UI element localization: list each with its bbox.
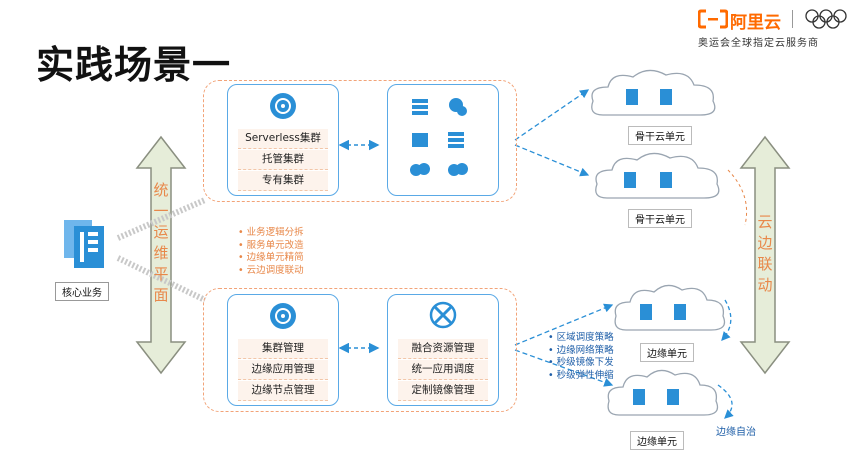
cluster-row: 专有集群 <box>238 171 328 191</box>
server-icon <box>412 99 428 115</box>
bullet-item: 云边调度联动 <box>238 265 304 278</box>
transformation-bullets: 业务逻辑分拆 服务单元改造 边缘单元精简 云边调度联动 <box>238 227 304 277</box>
bullet-item: 边缘单元精简 <box>238 252 304 265</box>
kubernetes-icon <box>270 303 296 329</box>
kubernetes-icon <box>270 93 296 119</box>
bar-char: 维 <box>153 244 169 262</box>
cloud-unit-label: 骨干云单元 <box>628 126 692 145</box>
bar-char: 动 <box>757 276 773 294</box>
cloud-shape <box>614 284 726 331</box>
cloud-upload-icon <box>448 163 468 176</box>
resource-row: 定制镜像管理 <box>398 381 488 401</box>
edge-autonomy-label: 边缘自治 <box>716 427 756 438</box>
bottom-cluster-card: 集群管理 边缘应用管理 边缘节点管理 <box>227 294 339 406</box>
bar-char: 一 <box>153 202 169 220</box>
cluster-row: 边缘应用管理 <box>238 360 328 380</box>
logo-divider <box>792 10 793 28</box>
resource-row: 统一应用调度 <box>398 360 488 380</box>
cloud-link-icon <box>410 163 430 176</box>
olympic-rings-icon <box>805 9 847 29</box>
cluster-row: 托管集群 <box>238 150 328 170</box>
bar-char: 统 <box>153 181 169 199</box>
core-business-icon <box>62 218 112 273</box>
page-title: 实践场景一 <box>36 43 232 87</box>
cloud-edge-linkage-label: 云 边 联 动 <box>756 212 774 296</box>
bar-char: 面 <box>153 286 169 304</box>
bullet-item: 秒级弹性伸缩 <box>548 370 614 383</box>
cluster-row: Serverless集群 <box>238 129 328 149</box>
right-bar-arrow <box>739 135 791 375</box>
aliyun-logo-icon <box>698 9 728 29</box>
bullet-item: 秒级镜像下发 <box>548 357 614 370</box>
bullet-item: 服务单元改造 <box>238 240 304 253</box>
brand-name: 阿里云 <box>730 13 781 33</box>
layers-icon <box>448 132 464 148</box>
left-bar-arrow <box>135 135 187 375</box>
resource-row: 融合资源管理 <box>398 339 488 359</box>
bar-char: 运 <box>153 223 169 241</box>
network-icon <box>449 98 467 116</box>
cluster-row: 边缘节点管理 <box>238 381 328 401</box>
cloud-cluster-group <box>203 80 517 202</box>
bar-char: 边 <box>757 234 773 252</box>
cloud-shape <box>591 69 716 116</box>
brand-subtitle: 奥运会全球指定云服务商 <box>698 38 819 49</box>
edge-policy-bullets: 区域调度策略 边缘网络策略 秒级镜像下发 秒级弹性伸缩 <box>548 332 614 382</box>
bottom-resource-card: 融合资源管理 统一应用调度 定制镜像管理 <box>387 294 499 406</box>
cloud-shape <box>607 369 719 416</box>
bar-char: 云 <box>757 213 773 231</box>
cloud-unit-label: 骨干云单元 <box>628 209 692 228</box>
cluster-row: 集群管理 <box>238 339 328 359</box>
cloud-shape <box>595 152 720 199</box>
bullet-item: 边缘网络策略 <box>548 345 614 358</box>
resource-hub-icon <box>429 301 457 329</box>
cloud-resource-card <box>387 84 499 196</box>
edge-unit-label: 边缘单元 <box>640 343 694 362</box>
brand-logo: 阿里云 奥运会全球指定云服务商 <box>698 8 854 49</box>
unified-ops-plane-label: 统 一 运 维 平 面 <box>152 180 170 306</box>
bar-char: 平 <box>153 265 169 283</box>
box-icon <box>412 133 428 147</box>
core-business-label: 核心业务 <box>55 282 109 301</box>
bullet-item: 业务逻辑分拆 <box>238 227 304 240</box>
edge-unit-label: 边缘单元 <box>630 431 684 450</box>
top-cluster-card: Serverless集群 托管集群 专有集群 <box>227 84 339 196</box>
bullet-item: 区域调度策略 <box>548 332 614 345</box>
bar-char: 联 <box>757 255 773 273</box>
edge-cluster-group <box>203 288 517 412</box>
